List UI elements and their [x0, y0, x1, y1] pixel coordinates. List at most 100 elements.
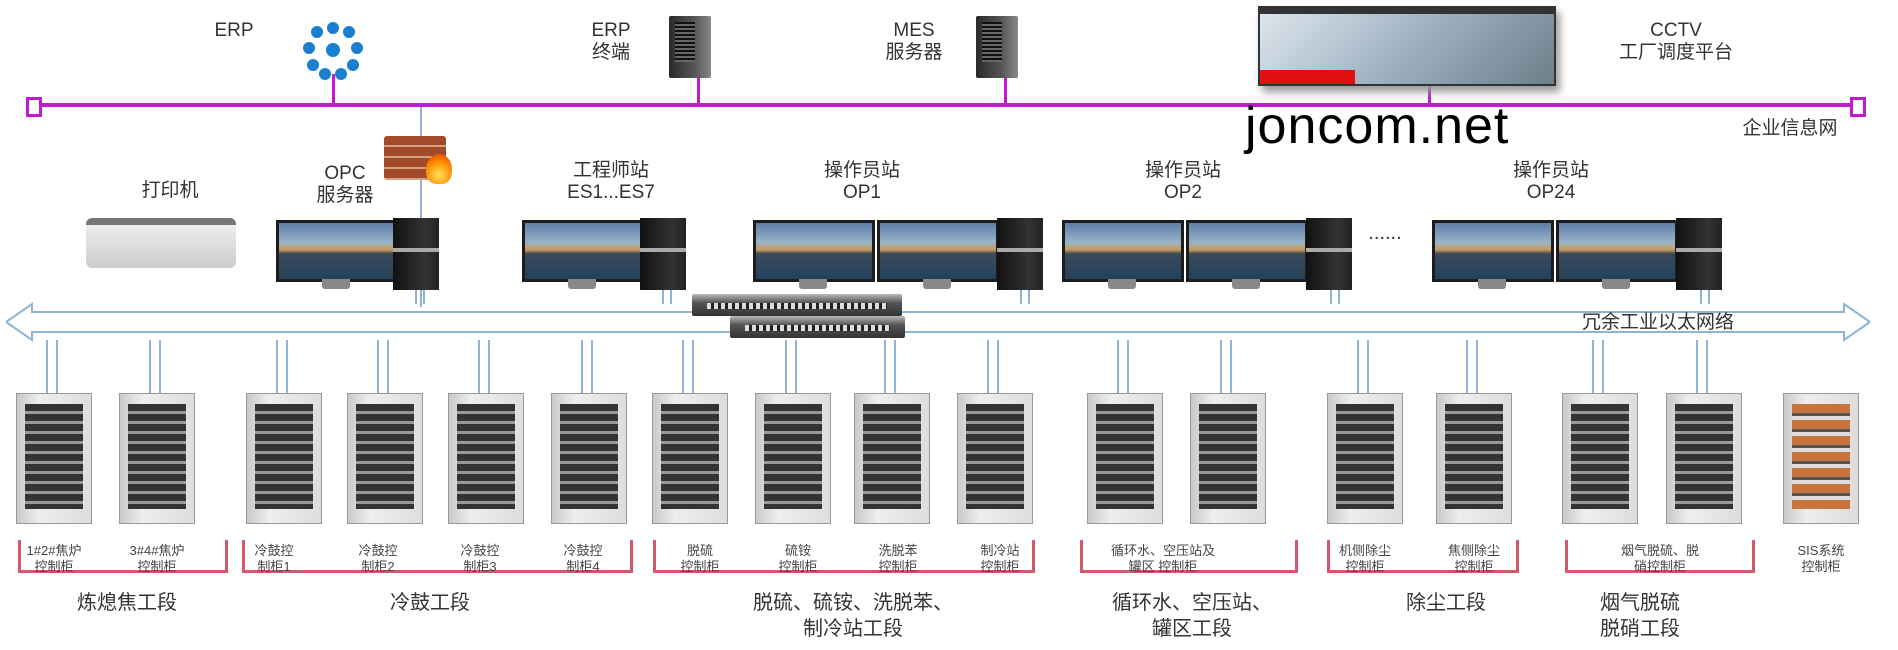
mes-line2: 服务器: [885, 42, 943, 63]
cctv-video-wall-icon: [1258, 6, 1556, 86]
network-switch-icon: [730, 316, 905, 338]
cabinet-label-line1: 冷鼓控: [254, 543, 294, 558]
cabinet-link: [591, 340, 593, 410]
cabinet-panel: [1445, 404, 1503, 509]
section-label-line2: 脱硝工段: [1600, 618, 1680, 640]
redundant-ethernet-arrow: [6, 302, 1870, 342]
more-stations-ellipsis: ......: [1368, 222, 1402, 244]
cabinet-label-line1: 烟气脱硫、脱: [1620, 543, 1700, 558]
pc-tower-icon: [1306, 218, 1352, 290]
cabinet-link: [387, 340, 389, 410]
cabinet-link: [997, 340, 999, 410]
cabinet-label-line1: 焦侧除尘: [1447, 543, 1501, 558]
cctv-line2: 工厂调度平台: [1618, 42, 1734, 63]
cabinet-link: [1220, 340, 1222, 410]
station-link: [415, 290, 417, 304]
control-cabinet-icon: [246, 393, 322, 524]
cabinet-link: [1117, 340, 1119, 410]
op1-line2: OP1: [842, 182, 882, 203]
engineer-line2: ES1...ES7: [567, 182, 655, 203]
erp-terminal-link: [697, 76, 700, 105]
control-cabinet-icon: [957, 393, 1033, 524]
cabinet-panel: [128, 404, 186, 509]
cabinet-link: [894, 340, 896, 410]
cabinet-link: [1696, 340, 1698, 410]
cabinet-link: [987, 340, 989, 410]
cabinet-panel: [966, 404, 1024, 509]
op24-line2: OP24: [1526, 182, 1576, 203]
monitor-stand: [1478, 279, 1506, 289]
cabinet-link: [1706, 340, 1708, 410]
op24-line1: 操作员站: [1512, 160, 1590, 181]
control-cabinet-icon: [1436, 393, 1512, 524]
monitor-icon: [276, 220, 398, 282]
control-cabinet-icon: [1783, 393, 1859, 524]
station-link: [1338, 290, 1340, 304]
control-cabinet-icon: [652, 393, 728, 524]
cabinet-label-line2: 控制柜: [680, 559, 720, 574]
section-label: 冷鼓工段: [390, 590, 470, 616]
cabinet-label-line2: 控制柜: [878, 559, 918, 574]
cabinet-panel: [863, 404, 921, 509]
enterprise-network-bus: [34, 103, 1852, 107]
pc-tower-icon: [640, 218, 686, 290]
watermark: joncom.net: [1245, 97, 1510, 155]
cabinet-link: [276, 340, 278, 410]
cabinet-label: 焦侧除尘控制柜: [1448, 543, 1500, 575]
cabinet-link: [692, 340, 694, 410]
cabinet-panel: [560, 404, 618, 509]
monitor-icon: [753, 220, 875, 282]
cabinet-label-line2: 控制柜: [1454, 559, 1494, 574]
engineer-line1: 工程师站: [572, 160, 650, 181]
cabinet-panel: [1336, 404, 1394, 509]
cabinet-label-line1: 1#2#焦炉: [26, 543, 82, 558]
cabinet-panel: [255, 404, 313, 509]
opc-line1: OPC: [324, 163, 366, 184]
monitor-icon: [1432, 220, 1554, 282]
cabinet-link: [1127, 340, 1129, 410]
cabinet-link: [884, 340, 886, 410]
cabinet-panel: [1675, 404, 1733, 509]
erp-link: [332, 74, 335, 105]
section-bracket: [1080, 540, 1298, 573]
cabinet-panel: [661, 404, 719, 509]
cabinet-label-line2: 控制柜: [34, 559, 74, 574]
mes-link: [1004, 76, 1007, 105]
control-cabinet-icon: [1327, 393, 1403, 524]
monitor-stand: [1232, 279, 1260, 289]
monitor-icon: [877, 220, 999, 282]
cabinet-link: [286, 340, 288, 410]
control-cabinet-icon: [1190, 393, 1266, 524]
cabinet-label: 脱硫控制柜: [680, 543, 719, 575]
pc-tower-icon: [1676, 218, 1722, 290]
monitor-stand: [799, 279, 827, 289]
cabinet-panel: [1792, 404, 1850, 509]
cabinet-link: [682, 340, 684, 410]
cabinet-panel: [25, 404, 83, 509]
firewall-link: [420, 107, 422, 307]
station-link: [662, 290, 664, 304]
cabinet-label: 3#4#焦炉控制柜: [130, 543, 185, 575]
cabinet-link: [581, 340, 583, 410]
cabinet-label: 冷鼓控制柜2: [358, 543, 397, 575]
cabinet-label-line1: 脱硫: [686, 543, 714, 558]
enterprise-network-label: 企业信息网: [1742, 118, 1838, 139]
cabinet-label-line2: 硝控制柜: [1633, 559, 1687, 574]
cabinet-link: [149, 340, 151, 410]
cabinet-label-line2: 制柜2: [361, 559, 395, 574]
section-bracket: [18, 540, 228, 573]
cabinet-link: [56, 340, 58, 410]
cabinet-panel: [356, 404, 414, 509]
cabinet-link: [795, 340, 797, 410]
cabinet-label: 冷鼓控制柜3: [460, 543, 499, 575]
section-label-line2: 制冷站工段: [803, 618, 903, 640]
cabinet-label: 冷鼓控制柜4: [563, 543, 602, 575]
network-switch-icon: [692, 294, 902, 316]
cabinet-link: [478, 340, 480, 410]
